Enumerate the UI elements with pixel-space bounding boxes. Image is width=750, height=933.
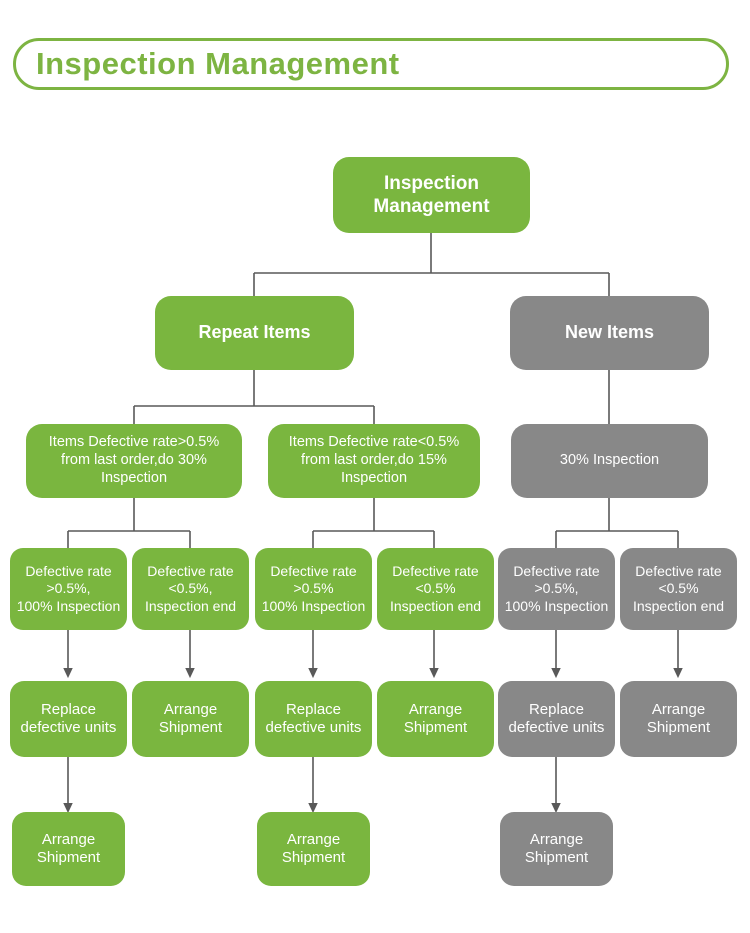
- node-rate-5[interactable]: Defective rate >0.5%, 100% Inspection: [498, 548, 615, 630]
- node-final-3[interactable]: Arrange Shipment: [500, 812, 613, 886]
- page-title: Inspection Management: [36, 46, 400, 81]
- node-final-1[interactable]: Arrange Shipment: [12, 812, 125, 886]
- node-rule-repeat-high-defect[interactable]: Items Defective rate>0.5% from last orde…: [26, 424, 242, 498]
- node-rate-1[interactable]: Defective rate >0.5%, 100% Inspection: [10, 548, 127, 630]
- node-action-6[interactable]: Arrange Shipment: [620, 681, 737, 757]
- node-inspection-management[interactable]: Inspection Management: [333, 157, 530, 233]
- node-new-items[interactable]: New Items: [510, 296, 709, 370]
- node-rate-2[interactable]: Defective rate <0.5%, Inspection end: [132, 548, 249, 630]
- node-action-3[interactable]: Replace defective units: [255, 681, 372, 757]
- node-action-4[interactable]: Arrange Shipment: [377, 681, 494, 757]
- node-action-1[interactable]: Replace defective units: [10, 681, 127, 757]
- page-header-banner: Inspection Management: [13, 38, 729, 90]
- node-rate-4[interactable]: Defective rate <0.5% Inspection end: [377, 548, 494, 630]
- node-final-2[interactable]: Arrange Shipment: [257, 812, 370, 886]
- node-rate-3[interactable]: Defective rate >0.5% 100% Inspection: [255, 548, 372, 630]
- node-action-2[interactable]: Arrange Shipment: [132, 681, 249, 757]
- node-rule-new-items-inspection[interactable]: 30% Inspection: [511, 424, 708, 498]
- node-rate-6[interactable]: Defective rate <0.5% Inspection end: [620, 548, 737, 630]
- node-repeat-items[interactable]: Repeat Items: [155, 296, 354, 370]
- node-rule-repeat-low-defect[interactable]: Items Defective rate<0.5% from last orde…: [268, 424, 480, 498]
- node-action-5[interactable]: Replace defective units: [498, 681, 615, 757]
